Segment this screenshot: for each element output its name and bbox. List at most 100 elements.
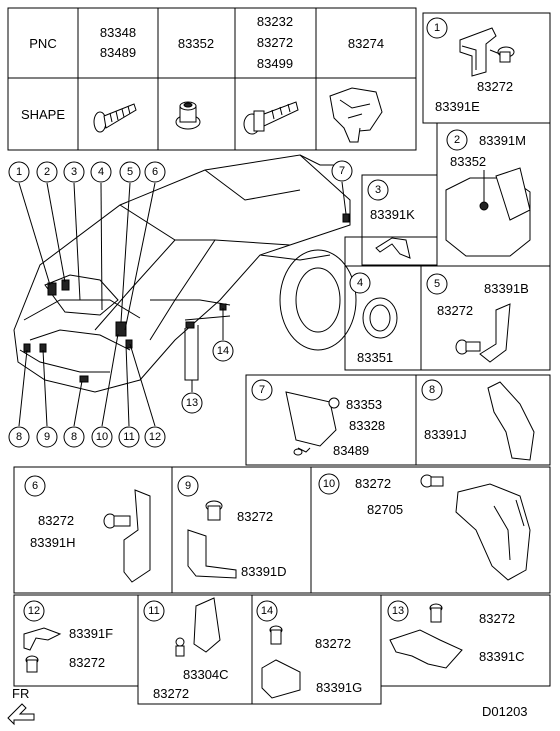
svg-text:11: 11 (123, 431, 134, 443)
svg-text:83391C: 83391C (479, 649, 525, 664)
table-pnc: 83499 (257, 56, 293, 71)
svg-text:83272: 83272 (437, 303, 473, 318)
screw-icon (93, 103, 137, 133)
svg-text:82705: 82705 (367, 502, 403, 517)
callout-7: 7 (331, 160, 353, 182)
svg-text:2: 2 (44, 166, 50, 178)
clip-icon (329, 87, 383, 143)
svg-text:83391E: 83391E (435, 99, 480, 114)
svg-text:83272: 83272 (69, 655, 105, 670)
svg-text:14: 14 (261, 605, 273, 617)
svg-text:83272: 83272 (315, 636, 351, 651)
svg-text:83352: 83352 (450, 154, 486, 169)
svg-text:83391K: 83391K (370, 207, 415, 222)
svg-text:83391H: 83391H (30, 535, 76, 550)
table-row-label-pnc: PNC (29, 36, 56, 51)
svg-text:83328: 83328 (349, 418, 385, 433)
vehicle-illustration (13, 154, 357, 393)
svg-text:4: 4 (98, 166, 104, 178)
svg-text:11: 11 (148, 605, 159, 617)
callout-2: 2 (36, 161, 58, 183)
svg-text:83391B: 83391B (484, 281, 529, 296)
svg-text:10: 10 (96, 431, 108, 443)
panel-8: 8 83391J (415, 374, 551, 466)
svg-text:4: 4 (357, 277, 363, 289)
svg-text:1: 1 (16, 166, 22, 178)
table-pnc: 83489 (100, 45, 136, 60)
svg-text:3: 3 (375, 184, 381, 196)
callout-9: 9 (36, 426, 58, 448)
table-row-label-shape: SHAPE (21, 107, 65, 122)
callout-13: 13 (181, 392, 203, 414)
panel-11: 11 83304C 83272 (137, 594, 253, 705)
svg-text:83489: 83489 (333, 443, 369, 458)
panel-13: 13 83272 83391C (380, 594, 551, 687)
svg-text:1: 1 (434, 22, 440, 34)
svg-text:2: 2 (454, 134, 460, 146)
svg-text:83304C: 83304C (183, 667, 229, 682)
svg-text:10: 10 (323, 478, 335, 490)
table-pnc: 83352 (178, 36, 214, 51)
svg-text:7: 7 (259, 384, 265, 396)
callout-1: 1 (8, 161, 30, 183)
table-pnc: 83272 (257, 35, 293, 50)
svg-text:83272: 83272 (237, 509, 273, 524)
svg-text:6: 6 (152, 166, 158, 178)
svg-text:13: 13 (392, 605, 404, 617)
diagram-code: D01203 (482, 704, 528, 719)
panel-6: 6 83272 83391H (13, 466, 173, 594)
svg-text:83351: 83351 (357, 350, 393, 365)
table-pnc: 83274 (348, 36, 384, 51)
svg-text:83391J: 83391J (424, 427, 467, 442)
panel-3: 3 83391K (361, 174, 438, 266)
svg-text:7: 7 (339, 165, 345, 177)
panel-4: 4 83351 (344, 265, 422, 371)
svg-text:83272: 83272 (477, 79, 513, 94)
callout-8b: 8 (63, 426, 85, 448)
callout-10: 10 (91, 426, 113, 448)
svg-text:12: 12 (28, 605, 40, 617)
callout-12: 12 (144, 426, 166, 448)
nut-icon (175, 101, 201, 130)
svg-text:5: 5 (127, 166, 133, 178)
svg-text:83272: 83272 (479, 611, 515, 626)
svg-text:83272: 83272 (38, 513, 74, 528)
callout-5: 5 (119, 161, 141, 183)
bolt-icon (243, 101, 299, 135)
callout-8: 8 (8, 426, 30, 448)
fastener-table: PNC SHAPE 83348 83489 83352 83232 83272 … (7, 7, 417, 151)
svg-text:83272: 83272 (355, 476, 391, 491)
svg-text:8: 8 (71, 431, 77, 443)
panel-5: 5 83391B 83272 (420, 265, 551, 371)
svg-text:8: 8 (16, 431, 22, 443)
callout-14: 14 (212, 340, 234, 362)
direction-indicator: FR (7, 686, 35, 726)
panel-1: 1 83272 83391E (422, 12, 551, 124)
svg-text:14: 14 (217, 345, 229, 357)
svg-text:3: 3 (71, 166, 77, 178)
panel-7: 7 83353 83328 83489 (245, 374, 417, 466)
callout-4: 4 (90, 161, 112, 183)
svg-text:13: 13 (186, 397, 198, 409)
panel-12: 12 83391F 83272 (13, 594, 139, 687)
svg-text:9: 9 (44, 431, 50, 443)
svg-text:83391F: 83391F (69, 626, 113, 641)
svg-text:83391G: 83391G (316, 680, 362, 695)
vehicle-callouts: 1 2 3 4 5 6 7 8 9 8 10 11 12 13 14 (8, 160, 353, 448)
table-pnc: 83232 (257, 14, 293, 29)
svg-text:6: 6 (32, 480, 38, 492)
panel-9: 9 83272 83391D (171, 466, 312, 594)
panel-2: 2 83391M 83352 (344, 122, 551, 267)
arrow-icon (7, 703, 35, 726)
callout-3: 3 (63, 161, 85, 183)
svg-text:5: 5 (434, 278, 440, 290)
svg-text:83353: 83353 (346, 397, 382, 412)
callout-11: 11 (118, 426, 140, 448)
callout-6: 6 (144, 161, 166, 183)
svg-text:83391M: 83391M (479, 133, 526, 148)
svg-text:12: 12 (149, 431, 161, 443)
svg-text:83391D: 83391D (241, 564, 287, 579)
svg-text:83272: 83272 (153, 686, 189, 701)
svg-text:8: 8 (429, 384, 435, 396)
